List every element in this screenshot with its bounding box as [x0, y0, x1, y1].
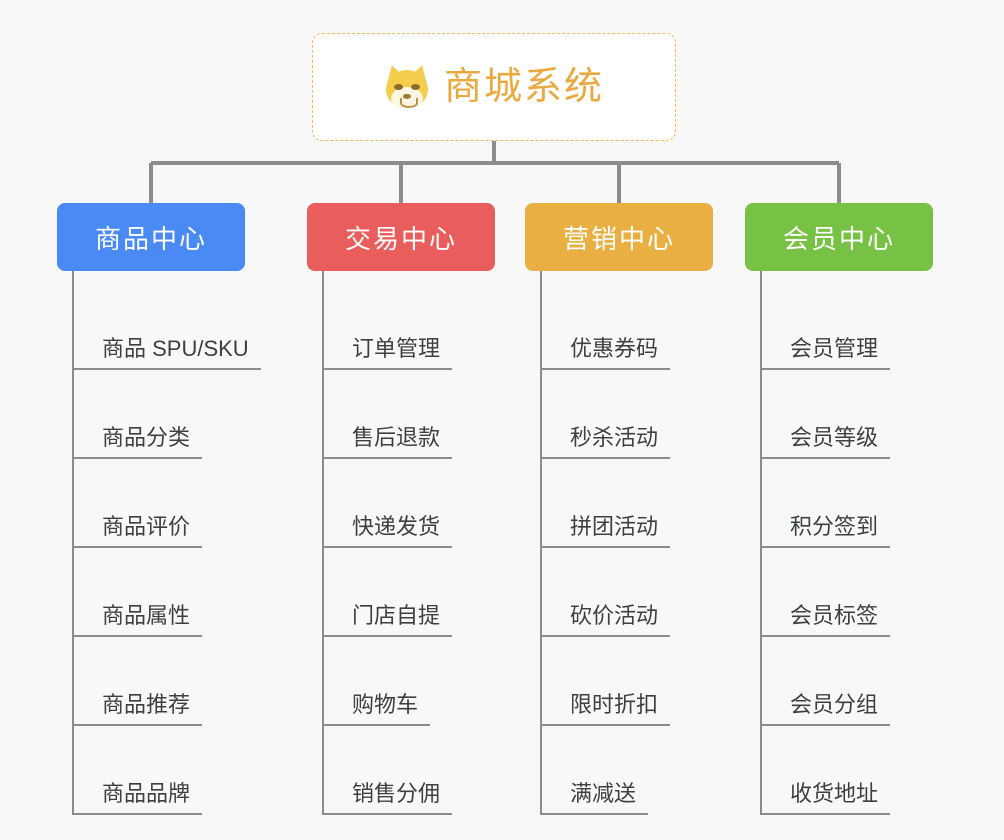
leaf-item[interactable]: 会员等级 [745, 370, 933, 459]
leaf-label: 商品分类 [72, 424, 203, 459]
leaf-item[interactable]: 售后退款 [307, 370, 495, 459]
leaf-label: 拼团活动 [540, 513, 671, 548]
leaf-item[interactable]: 商品评价 [57, 459, 245, 548]
leaf-label: 商品评价 [72, 513, 203, 548]
leaf-item[interactable]: 商品推荐 [57, 637, 245, 726]
category-header-product[interactable]: 商品中心 [57, 203, 245, 271]
branch-column-marketing: 营销中心 优惠券码 秒杀活动 拼团活动 砍价活动 限时折扣 满减送 [525, 203, 713, 815]
leaf-label: 销售分佣 [322, 780, 453, 815]
category-header-label: 营销中心 [562, 223, 675, 254]
leaf-label: 会员等级 [760, 424, 891, 459]
leaf-item[interactable]: 收货地址 [745, 726, 933, 815]
root-node[interactable]: 商城系统 [312, 33, 676, 141]
leaf-label: 收货地址 [760, 780, 891, 815]
category-header-trade[interactable]: 交易中心 [307, 203, 495, 271]
branch-column-trade: 交易中心 订单管理 售后退款 快递发货 门店自提 购物车 销售分佣 [307, 203, 495, 815]
leaf-label: 快递发货 [322, 513, 453, 548]
leaf-label: 会员分组 [760, 691, 891, 726]
leaf-list-trade: 订单管理 售后退款 快递发货 门店自提 购物车 销售分佣 [307, 271, 495, 815]
leaf-label: 满减送 [540, 780, 649, 815]
leaf-label: 商品品牌 [72, 780, 203, 815]
leaf-label: 商品 SPU/SKU [72, 335, 261, 370]
leaf-item[interactable]: 销售分佣 [307, 726, 495, 815]
leaf-label: 门店自提 [322, 602, 453, 637]
leaf-item[interactable]: 拼团活动 [525, 459, 713, 548]
leaf-label: 积分签到 [760, 513, 891, 548]
leaf-item[interactable]: 商品分类 [57, 370, 245, 459]
leaf-label: 限时折扣 [540, 691, 671, 726]
branch-column-product: 商品中心 商品 SPU/SKU 商品分类 商品评价 商品属性 商品推荐 商品品牌 [57, 203, 261, 815]
category-header-member[interactable]: 会员中心 [745, 203, 933, 271]
leaf-label: 商品属性 [72, 602, 203, 637]
leaf-item[interactable]: 订单管理 [307, 281, 495, 370]
leaf-item[interactable]: 砍价活动 [525, 548, 713, 637]
leaf-item[interactable]: 商品 SPU/SKU [57, 281, 261, 370]
leaf-label: 优惠券码 [540, 335, 671, 370]
leaf-label: 秒杀活动 [540, 424, 671, 459]
branch-column-member: 会员中心 会员管理 会员等级 积分签到 会员标签 会员分组 收货地址 [745, 203, 933, 815]
leaf-label: 订单管理 [322, 335, 453, 370]
leaf-item[interactable]: 积分签到 [745, 459, 933, 548]
leaf-list-member: 会员管理 会员等级 积分签到 会员标签 会员分组 收货地址 [745, 271, 933, 815]
root-title: 商城系统 [443, 66, 604, 108]
leaf-item[interactable]: 秒杀活动 [525, 370, 713, 459]
leaf-item[interactable]: 满减送 [525, 726, 713, 815]
leaf-item[interactable]: 优惠券码 [525, 281, 713, 370]
leaf-label: 会员管理 [760, 335, 891, 370]
category-header-label: 商品中心 [94, 223, 207, 254]
category-header-marketing[interactable]: 营销中心 [525, 203, 713, 271]
leaf-item[interactable]: 会员标签 [745, 548, 933, 637]
category-header-label: 交易中心 [344, 223, 457, 254]
leaf-item[interactable]: 购物车 [307, 637, 495, 726]
leaf-item[interactable]: 门店自提 [307, 548, 495, 637]
leaf-label: 商品推荐 [72, 691, 203, 726]
leaf-label: 会员标签 [760, 602, 891, 637]
leaf-label: 砍价活动 [540, 602, 671, 637]
leaf-item[interactable]: 会员分组 [745, 637, 933, 726]
leaf-list-marketing: 优惠券码 秒杀活动 拼团活动 砍价活动 限时折扣 满减送 [525, 271, 713, 815]
category-header-label: 会员中心 [782, 223, 895, 254]
leaf-item[interactable]: 限时折扣 [525, 637, 713, 726]
leaf-label: 售后退款 [322, 424, 453, 459]
leaf-list-product: 商品 SPU/SKU 商品分类 商品评价 商品属性 商品推荐 商品品牌 [57, 271, 261, 815]
leaf-item[interactable]: 会员管理 [745, 281, 933, 370]
leaf-item[interactable]: 商品品牌 [57, 726, 245, 815]
leaf-item[interactable]: 商品属性 [57, 548, 245, 637]
shiba-dog-icon [383, 62, 431, 110]
leaf-item[interactable]: 快递发货 [307, 459, 495, 548]
leaf-label: 购物车 [322, 691, 431, 726]
